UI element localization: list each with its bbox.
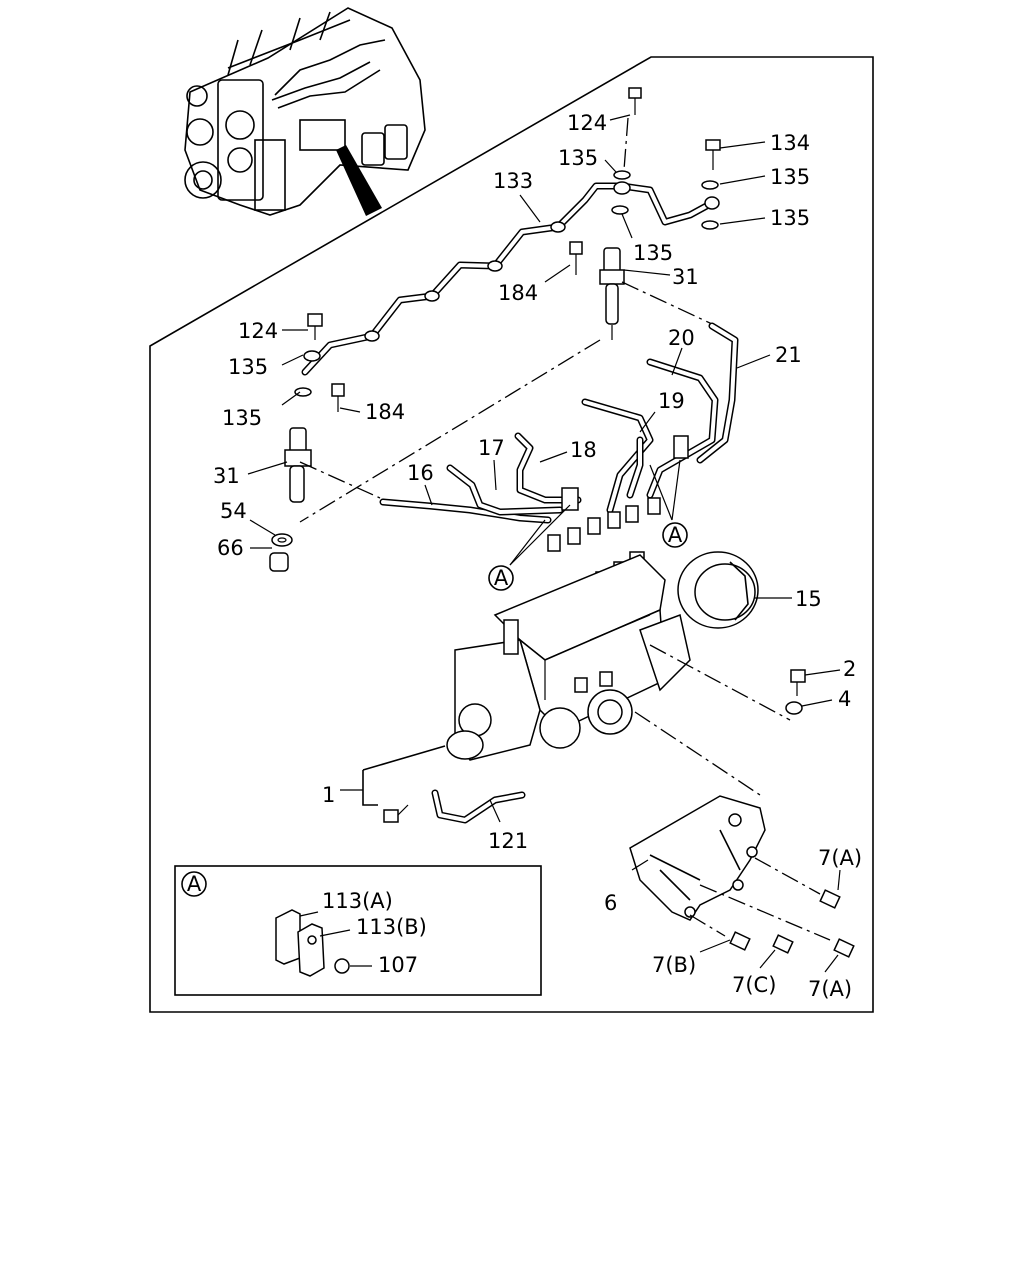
- svg-text:A: A: [668, 523, 683, 547]
- washer-135-left-b: [294, 387, 312, 397]
- callout-135-c: 135: [770, 206, 810, 230]
- svg-text:A: A: [187, 872, 202, 896]
- bolt-1: [383, 804, 409, 823]
- washer-4: [785, 701, 803, 715]
- callout-135-e: 135: [228, 355, 268, 379]
- clip-right: [673, 435, 689, 459]
- injector-31-lower: [284, 427, 312, 503]
- injector-31-upper: [599, 247, 625, 340]
- washer-135-mid: [611, 205, 629, 215]
- ref-marker-a-left: A: [488, 565, 514, 591]
- callout-124-left: 124: [238, 319, 278, 343]
- bolts-7: [729, 889, 855, 958]
- callout-113a: 113(A): [322, 889, 393, 913]
- svg-text:A: A: [494, 566, 509, 590]
- callout-7c: 7(C): [732, 973, 776, 997]
- callout-135-a: 135: [558, 146, 598, 170]
- callout-2: 2: [843, 657, 856, 681]
- washer-135-right-b: [701, 220, 719, 230]
- callout-66: 66: [217, 536, 244, 560]
- callout-121: 121: [488, 829, 528, 853]
- bolt-134: [705, 139, 721, 170]
- callout-135-f: 135: [222, 406, 262, 430]
- bolt-124-left: [307, 313, 323, 340]
- washer-135-left-a: [303, 350, 321, 362]
- bolt-2: [790, 669, 806, 696]
- callout-18: 18: [570, 438, 597, 462]
- diagram-frame: [149, 56, 874, 1013]
- callout-135-b: 135: [770, 165, 810, 189]
- injection-pipes: [379, 322, 739, 524]
- callout-134: 134: [770, 131, 810, 155]
- washer-135-right-a: [701, 180, 719, 190]
- callout-19: 19: [658, 389, 685, 413]
- bolt-124-top: [623, 87, 642, 171]
- callout-7a-upper: 7(A): [818, 846, 862, 870]
- washer-135-top: [613, 170, 631, 180]
- callout-135-d: 135: [633, 241, 673, 265]
- cap-66: [269, 552, 289, 572]
- callout-133: 133: [493, 169, 533, 193]
- callout-31-upper: 31: [672, 265, 699, 289]
- callout-7b: 7(B): [652, 953, 696, 977]
- leader-lines: [247, 114, 841, 973]
- mounting-bracket-6: [629, 795, 766, 921]
- pipe-nodes: [364, 181, 720, 342]
- callout-54: 54: [220, 499, 247, 523]
- callout-17: 17: [478, 436, 505, 460]
- callout-labels: 124 135 133 134 135 135 135 31 184 124 1…: [213, 111, 862, 1001]
- callout-124-top: 124: [567, 111, 607, 135]
- timer-15: [677, 551, 759, 629]
- callout-15: 15: [795, 587, 822, 611]
- clip-left: [561, 487, 579, 511]
- callout-184-lower: 184: [365, 400, 405, 424]
- washer-54: [271, 533, 293, 547]
- bolt-184-lower: [331, 383, 345, 412]
- injection-pump: [446, 554, 691, 761]
- callout-20: 20: [668, 326, 695, 350]
- callout-7a-lower: 7(A): [808, 977, 852, 1001]
- callout-1: 1: [322, 783, 335, 807]
- callout-6: 6: [604, 891, 617, 915]
- bolt-184-upper: [569, 241, 583, 275]
- callout-16: 16: [407, 461, 434, 485]
- callout-184-upper: 184: [498, 281, 538, 305]
- callout-21: 21: [775, 343, 802, 367]
- engine-overview-thumbnail: [184, 7, 426, 216]
- callout-113b: 113(B): [356, 915, 427, 939]
- callout-107: 107: [378, 953, 418, 977]
- callout-4: 4: [838, 687, 851, 711]
- ref-marker-a-right: A: [662, 522, 688, 548]
- callout-31-lower: 31: [213, 464, 240, 488]
- detail-box-a: A 113(A) 113(B) 107: [174, 865, 542, 996]
